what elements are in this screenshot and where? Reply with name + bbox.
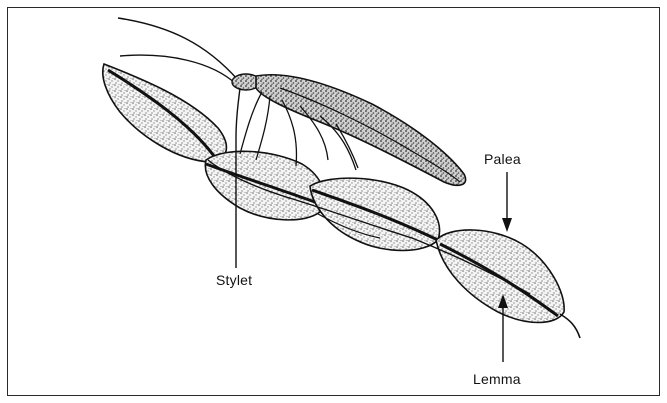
stylet-label: Stylet — [216, 272, 252, 288]
lemma-label: Lemma — [473, 371, 521, 387]
spikelet-2 — [205, 151, 326, 220]
palea-label: Palea — [484, 151, 521, 167]
spikelet-1 — [103, 64, 227, 162]
palea-arrow — [502, 172, 512, 232]
spikelet-3 — [310, 178, 446, 250]
spikelet-4 — [436, 230, 580, 338]
lemma-arrow — [498, 294, 508, 362]
